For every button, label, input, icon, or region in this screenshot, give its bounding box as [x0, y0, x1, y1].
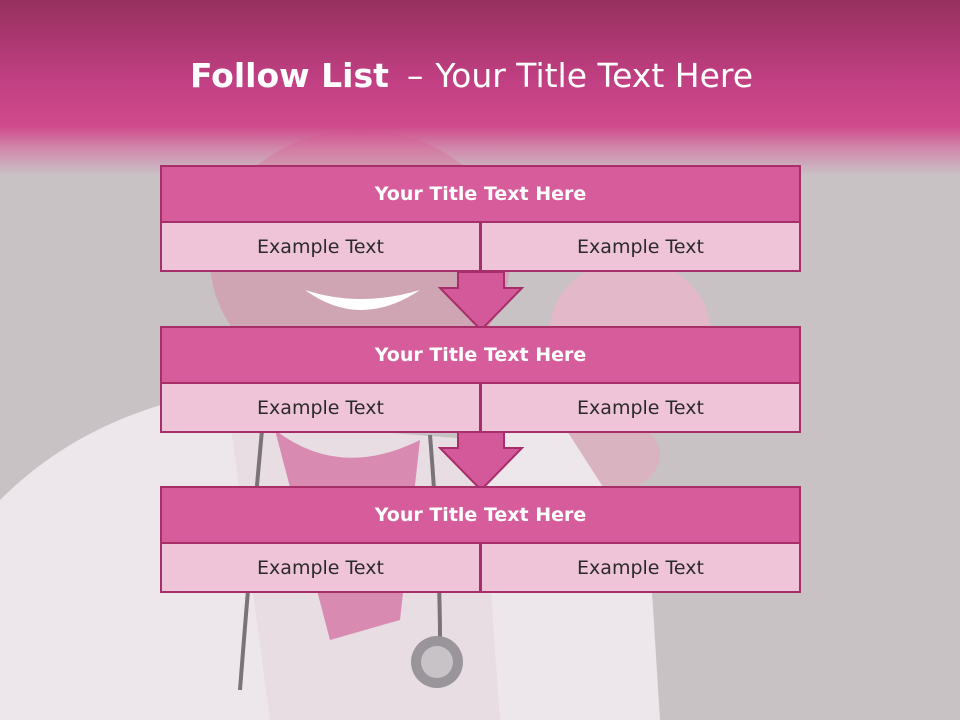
step-cell-right: Example Text: [480, 382, 801, 433]
step-cell-left: Example Text: [160, 221, 481, 272]
step-cell-left: Example Text: [160, 542, 481, 593]
step-title: Your Title Text Here: [160, 326, 801, 384]
page-title-separator: –: [406, 56, 424, 95]
step-box-2: Your Title Text Here Example Text Exampl…: [160, 326, 801, 433]
step-box-1: Your Title Text Here Example Text Exampl…: [160, 165, 801, 272]
page-title-text: Your Title Text Here: [435, 56, 754, 95]
header-band: [0, 0, 960, 175]
page-title: Follow List–Your Title Text Here: [0, 52, 943, 100]
step-box-3: Your Title Text Here Example Text Exampl…: [160, 486, 801, 593]
step-cell-right: Example Text: [480, 221, 801, 272]
down-arrow-icon: [438, 431, 524, 492]
down-arrow-icon: [438, 271, 524, 332]
step-cell-right: Example Text: [480, 542, 801, 593]
step-title: Your Title Text Here: [160, 165, 801, 223]
step-title: Your Title Text Here: [160, 486, 801, 544]
page-title-bold: Follow List: [189, 56, 389, 95]
step-cell-left: Example Text: [160, 382, 481, 433]
